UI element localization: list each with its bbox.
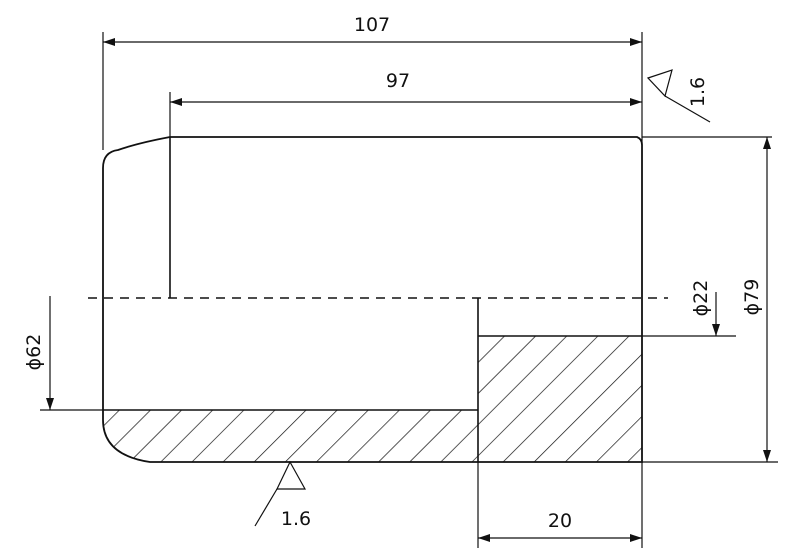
roughness-label-top: 1.6 (687, 77, 709, 107)
dim-label-62: ϕ62 (23, 334, 45, 371)
hatched-section-end (478, 336, 642, 462)
dim-label-79: ϕ79 (741, 279, 763, 316)
dim-label-20: 20 (548, 510, 572, 532)
roughness-symbol-top: 1.6 (646, 69, 711, 123)
part-outline (102, 136, 643, 463)
dim-label-22: ϕ22 (690, 280, 712, 317)
roughness-symbol-bottom: 1.6 (254, 460, 311, 530)
roughness-label-bottom: 1.6 (281, 508, 311, 530)
hatched-section-bottom (103, 410, 478, 462)
dim-label-107: 107 (354, 14, 390, 36)
dim-label-97: 97 (386, 70, 410, 92)
